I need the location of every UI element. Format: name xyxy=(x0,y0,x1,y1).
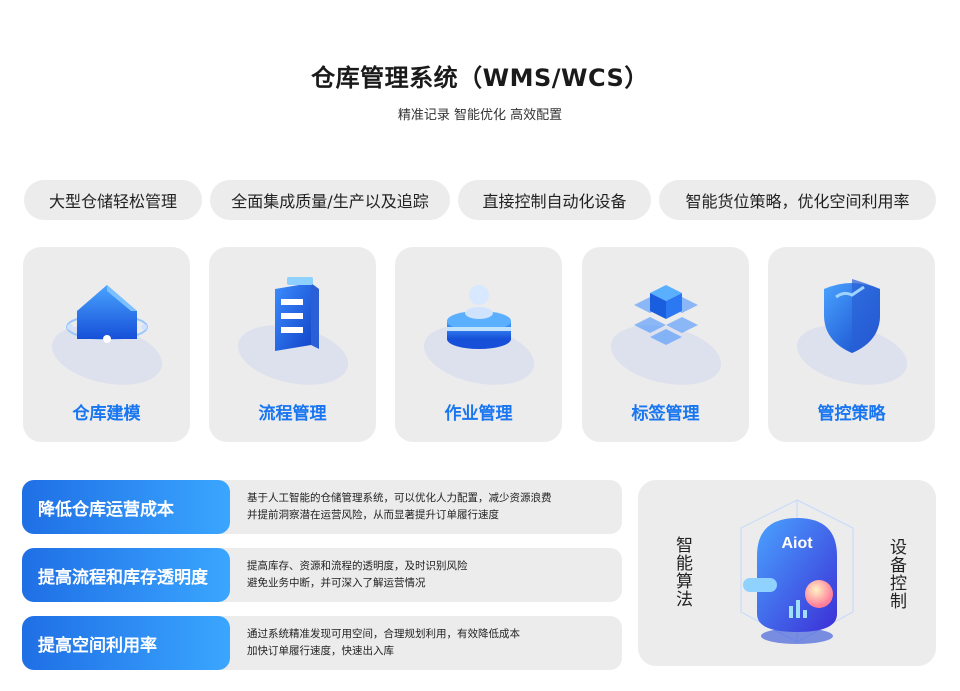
benefit-title: 提高流程和库存透明度 xyxy=(22,548,230,602)
benefit-reduce-cost: 降低仓库运营成本 基于人工智能的仓储管理系统，可以优化人力配置，减少资源浪费 并… xyxy=(22,480,622,534)
module-card-control-strategy[interactable]: 管控策略 xyxy=(768,247,935,442)
benefit-desc-line: 提高库存、资源和流程的透明度，及时识别风险 xyxy=(247,560,468,572)
feature-tags: 大型仓储轻松管理 全面集成质量/生产以及追踪 直接控制自动化设备 智能货位策略，… xyxy=(24,180,936,220)
module-card-label-management[interactable]: 标签管理 xyxy=(582,247,749,442)
process-icon xyxy=(275,277,319,351)
benefit-title: 降低仓库运营成本 xyxy=(22,480,230,534)
module-label: 管控策略 xyxy=(817,404,886,424)
aiot-right-label: 设备控制 xyxy=(886,538,906,610)
aiot-panel: 智能算法 Aiot 设备控制 xyxy=(638,480,936,666)
operation-icon xyxy=(447,285,511,349)
tag-integration: 全面集成质量/生产以及追踪 xyxy=(210,180,450,220)
tag-large-warehouse: 大型仓储轻松管理 xyxy=(24,180,202,220)
module-label: 流程管理 xyxy=(258,404,327,424)
benefit-description: 基于人工智能的仓储管理系统，可以优化人力配置，减少资源浪费 并提前洞察潜在运营风… xyxy=(247,490,617,524)
shield-icon xyxy=(824,279,880,353)
aiot-robot-icon: Aiot xyxy=(740,499,854,644)
module-label: 仓库建模 xyxy=(72,404,141,424)
benefit-space-utilization: 提高空间利用率 通过系统精准发现可用空间，合理规划利用，有效降低成本 加快订单履… xyxy=(22,616,622,670)
module-card-process-management[interactable]: 流程管理 xyxy=(209,247,376,442)
benefit-transparency: 提高流程和库存透明度 提高库存、资源和流程的透明度，及时识别风险 避免业务中断，… xyxy=(22,548,622,602)
module-label: 作业管理 xyxy=(444,404,513,424)
warehouse-icon xyxy=(66,285,148,343)
page-subtitle: 精准记录 智能优化 高效配置 xyxy=(397,108,563,123)
benefit-description: 提高库存、资源和流程的透明度，及时识别风险 避免业务中断，并可深入了解运营情况 xyxy=(247,558,617,592)
page-title: 仓库管理系统（WMS/WCS） xyxy=(311,64,649,92)
benefit-desc-line: 通过系统精准发现可用空间，合理规划利用，有效降低成本 xyxy=(247,628,520,640)
benefit-title: 提高空间利用率 xyxy=(22,616,230,670)
benefit-desc-line: 避免业务中断，并可深入了解运营情况 xyxy=(247,577,426,589)
tag-automation: 直接控制自动化设备 xyxy=(458,180,651,220)
benefit-description: 通过系统精准发现可用空间，合理规划利用，有效降低成本 加快订单履行速度，快速出入… xyxy=(247,626,617,660)
module-card-operation-management[interactable]: 作业管理 xyxy=(395,247,562,442)
benefit-desc-line: 基于人工智能的仓储管理系统，可以优化人力配置，减少资源浪费 xyxy=(247,492,552,504)
module-card-warehouse-modeling[interactable]: 仓库建模 xyxy=(23,247,190,442)
module-label: 标签管理 xyxy=(631,404,700,424)
aiot-left-label: 智能算法 xyxy=(672,536,692,608)
aiot-badge-text: Aiot xyxy=(781,535,813,552)
cubes-icon xyxy=(634,285,698,345)
tag-slotting-strategy: 智能货位策略，优化空间利用率 xyxy=(659,180,936,220)
benefit-desc-line: 加快订单履行速度，快速出入库 xyxy=(247,645,394,657)
benefit-desc-line: 并提前洞察潜在运营风险，从而显著提升订单履行速度 xyxy=(247,509,499,521)
